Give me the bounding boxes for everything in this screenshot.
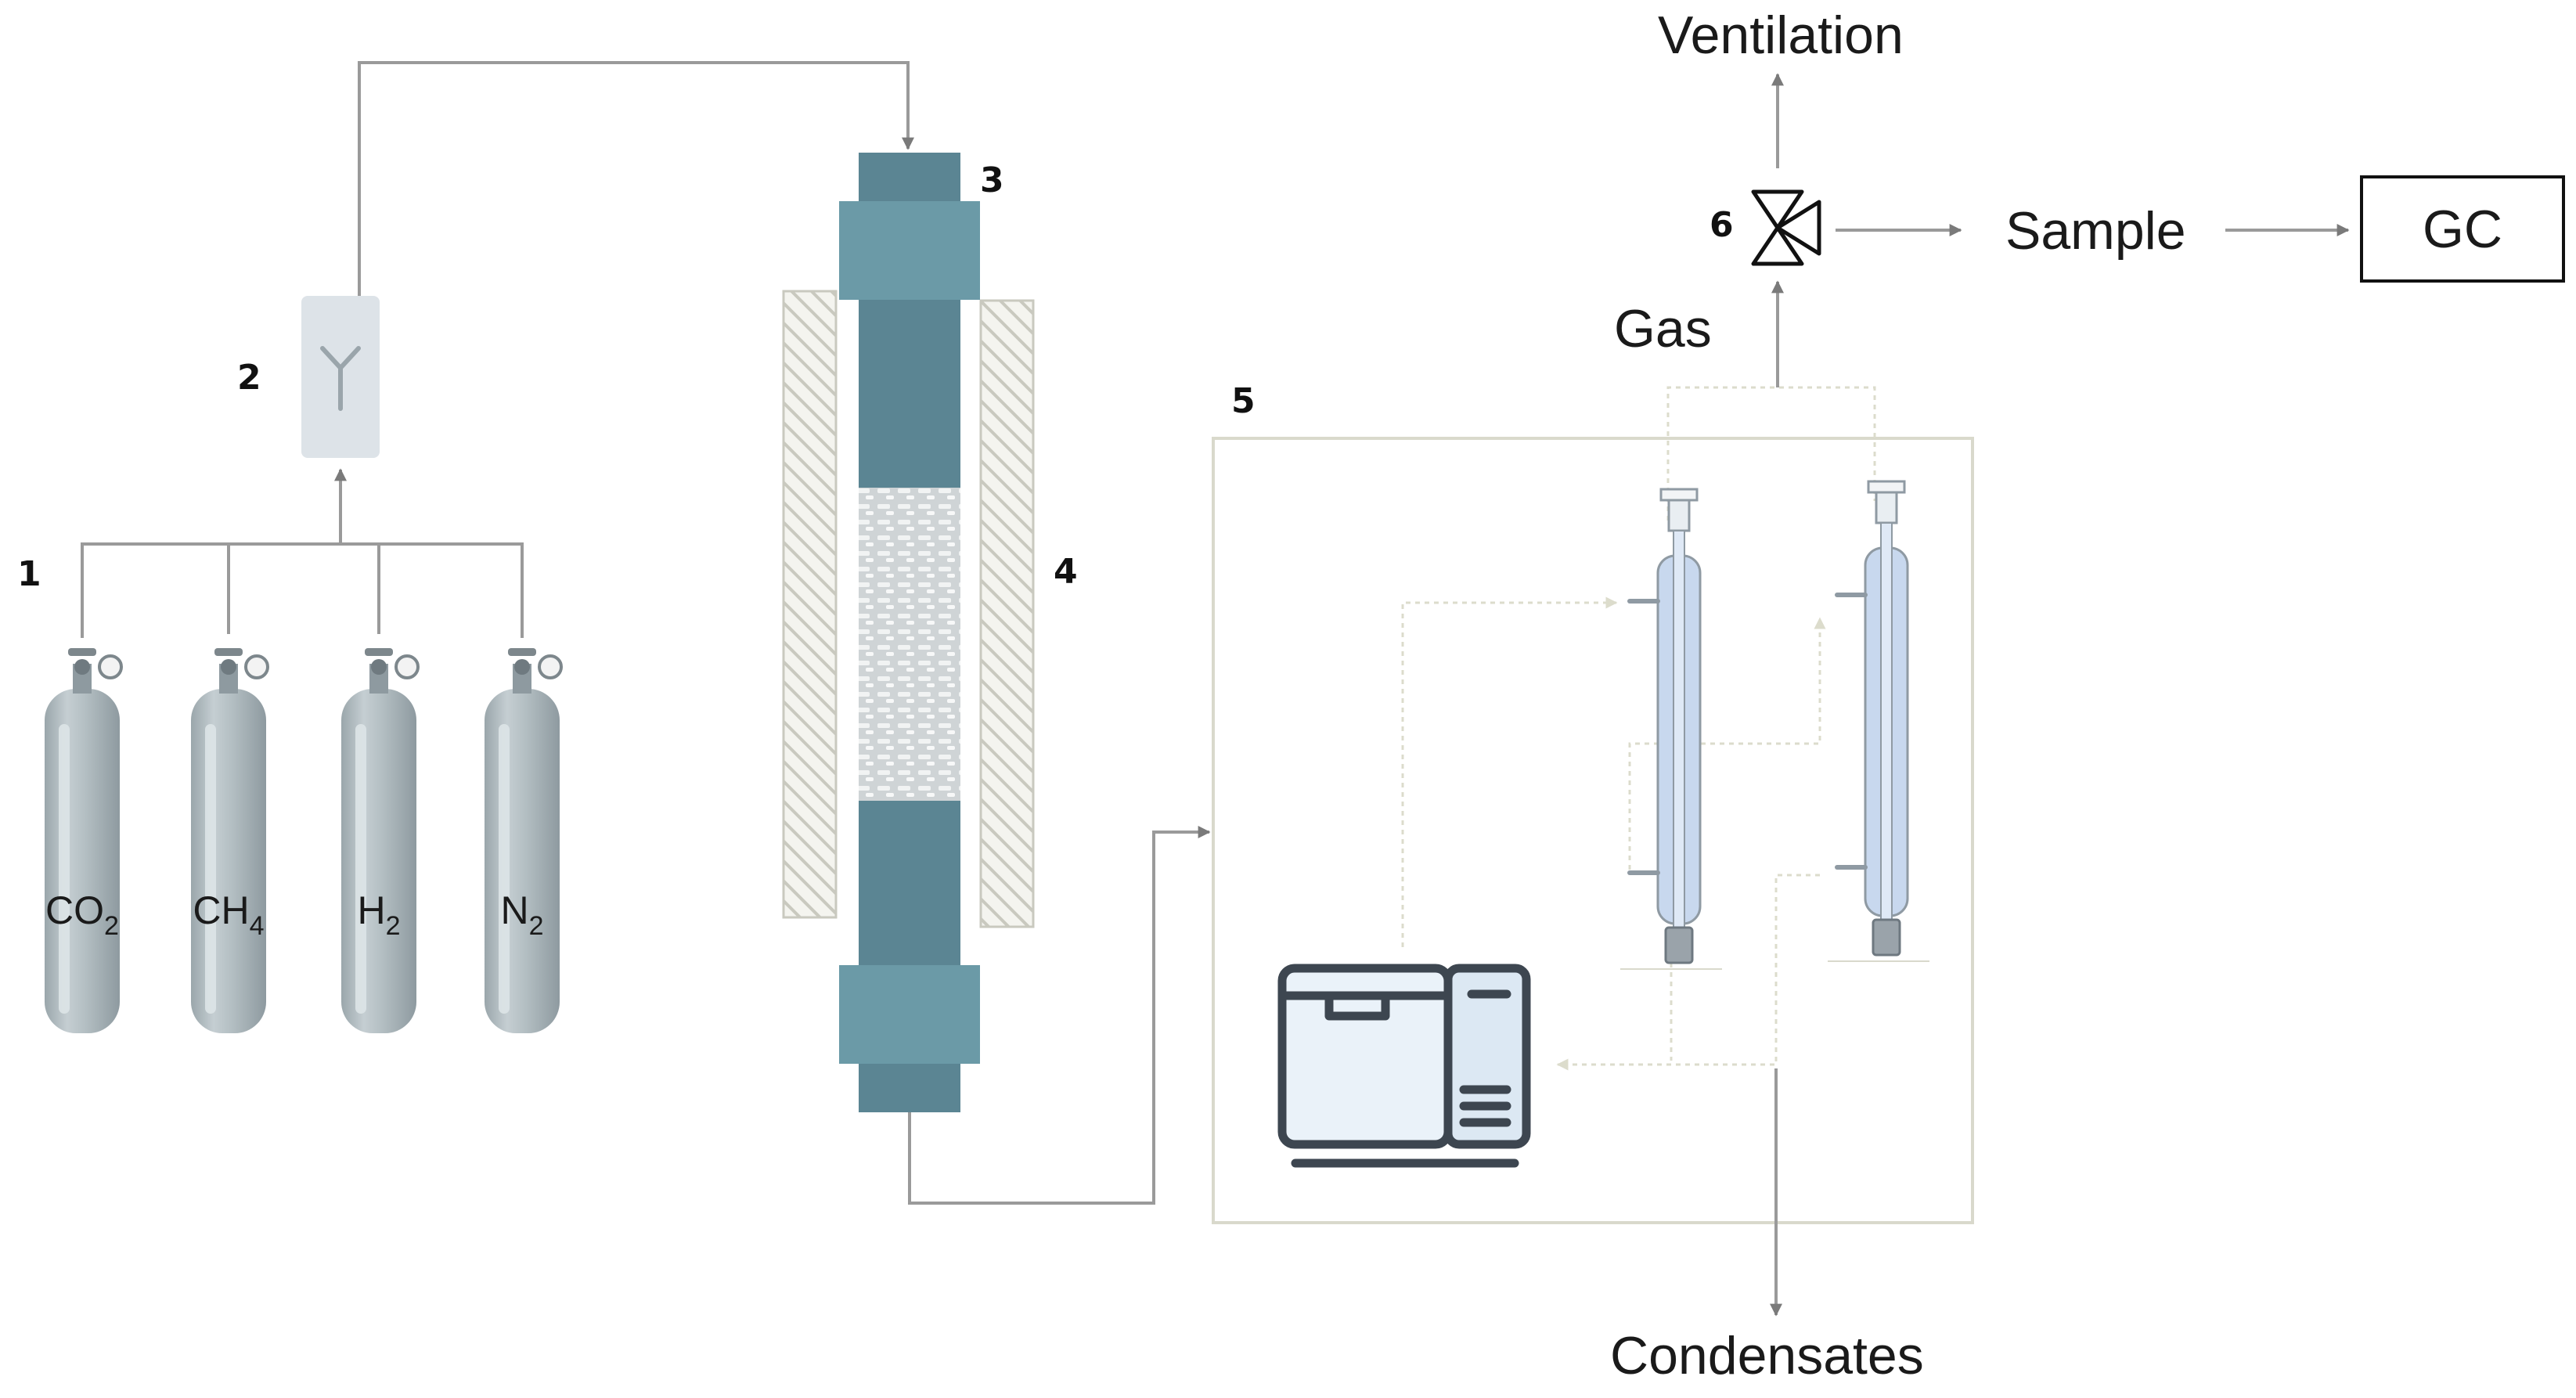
gas-label: Gas bbox=[1614, 299, 1712, 359]
condenser-1 bbox=[1620, 488, 1722, 970]
furnace bbox=[782, 290, 1035, 928]
gas-supply-lines bbox=[81, 468, 524, 638]
label-number-1: 1 bbox=[17, 554, 41, 594]
gas-mixer bbox=[301, 296, 380, 458]
cylinder-gas-formula: H bbox=[357, 888, 385, 932]
label-number-2: 2 bbox=[237, 358, 261, 398]
condensing-unit-box bbox=[1212, 437, 1974, 1224]
cylinder-gas-subscript: 4 bbox=[250, 911, 265, 941]
gas-cylinder: H2 bbox=[341, 648, 420, 1033]
gas-cylinder: CH4 bbox=[191, 648, 269, 1033]
label-number-3: 3 bbox=[980, 160, 1004, 200]
mixer-y-icon bbox=[320, 346, 361, 411]
pressure-gauge-icon bbox=[244, 654, 269, 679]
pressure-gauge-icon bbox=[395, 654, 420, 679]
condenser-2 bbox=[1828, 480, 1929, 962]
ventilation-label: Ventilation bbox=[1658, 5, 1904, 65]
three-way-valve-icon bbox=[1751, 189, 1821, 266]
cylinder-gas-label: CO2 bbox=[45, 888, 119, 941]
gc-label: GC bbox=[2423, 200, 2502, 259]
pressure-gauge-icon bbox=[538, 654, 563, 679]
gas-lines bbox=[1770, 73, 2350, 1317]
cylinder-gas-label: N2 bbox=[500, 888, 543, 941]
cylinder-gas-subscript: 2 bbox=[529, 911, 544, 941]
cylinder-gas-label: H2 bbox=[357, 888, 400, 941]
label-number-5: 5 bbox=[1231, 381, 1256, 421]
chiller-icon bbox=[1277, 964, 1531, 1168]
gc-box bbox=[2360, 175, 2565, 283]
pressure-gauge-icon bbox=[98, 654, 123, 679]
condensates-label: Condensates bbox=[1610, 1326, 1924, 1385]
cylinder-gas-formula: CO bbox=[45, 888, 104, 932]
label-number-6: 6 bbox=[1710, 205, 1734, 245]
cylinder-gas-formula: CH bbox=[193, 888, 249, 932]
coolant-lines bbox=[1401, 386, 1876, 1071]
cylinder-gas-formula: N bbox=[500, 888, 528, 932]
catalyst-bed bbox=[859, 488, 960, 801]
mixer-to-reactor-line bbox=[358, 61, 914, 296]
label-number-4: 4 bbox=[1054, 552, 1078, 592]
gas-cylinder: CO2 bbox=[45, 648, 123, 1033]
cylinder-gas-label: CH4 bbox=[193, 888, 264, 941]
fixed-bed-reactor bbox=[839, 153, 980, 1112]
cylinder-gas-subscript: 2 bbox=[104, 911, 119, 941]
sample-label: Sample bbox=[2005, 201, 2186, 261]
reactor-to-condenser-line bbox=[908, 826, 1211, 1205]
gas-cylinder: N2 bbox=[485, 648, 563, 1033]
cylinder-gas-subscript: 2 bbox=[386, 911, 401, 941]
